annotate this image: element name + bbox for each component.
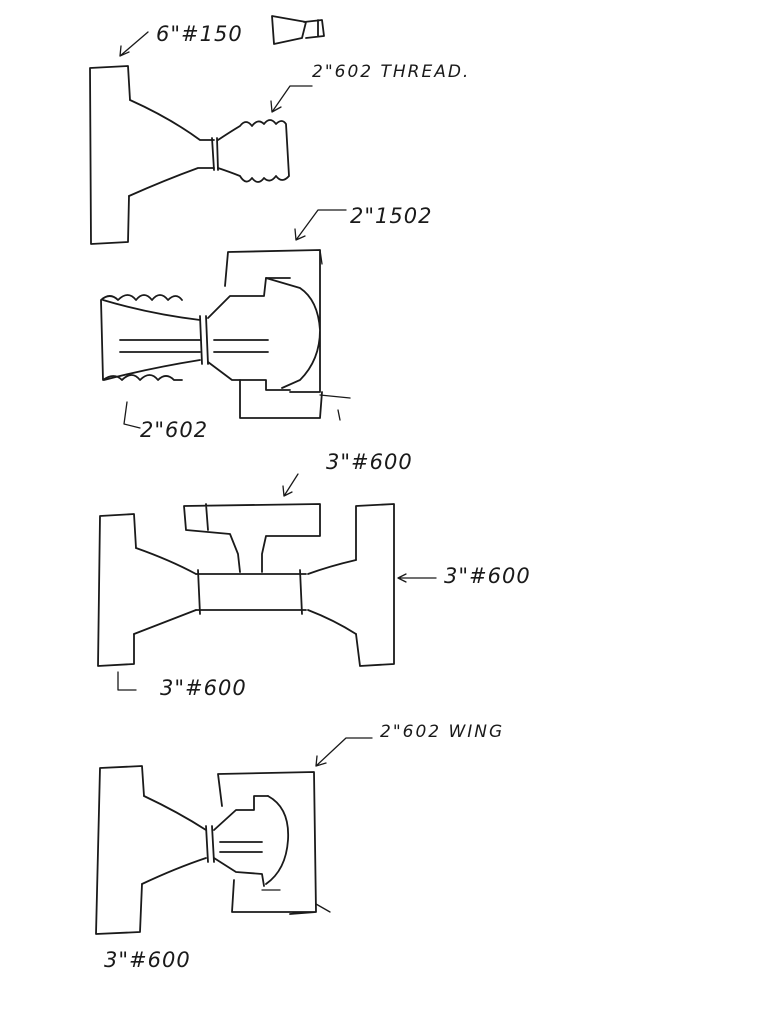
left-reducer-3: [133, 547, 197, 635]
reducer-body-2: [102, 299, 201, 381]
tee-body-1: [89, 65, 131, 245]
label-2-602-thread: 2"602 THREAD.: [312, 62, 471, 82]
small-cap-icon: [271, 15, 325, 45]
sketch-3-double-tee: [97, 473, 437, 691]
label-6-150: 6"#150: [156, 22, 243, 46]
leader-2-602-thread: [270, 85, 313, 113]
leader-bottom-left-3-600: [117, 671, 137, 691]
wing-nut-2: [224, 249, 323, 419]
threaded-end-1: [217, 119, 290, 183]
leader-6-150: [119, 31, 149, 57]
label-2-1502: 2"1502: [350, 204, 433, 228]
leader-top-3-600: [282, 473, 299, 497]
label-right-3-600: 3"#600: [444, 564, 531, 588]
left-tee-3: [97, 513, 137, 667]
leader-right-3-600: [397, 573, 437, 583]
sketch-4-tee-wing-union: [95, 737, 373, 935]
right-reducer-3: [307, 559, 357, 635]
reducer-body-1: [128, 99, 215, 197]
weld-seam-4: [205, 825, 215, 863]
weld-seam-2: [199, 315, 209, 365]
hammer-lug-2: [319, 249, 351, 421]
sketch-2-hammer-union: [100, 209, 351, 429]
label-2-602: 2"602: [140, 418, 209, 442]
male-sub-4: [213, 795, 269, 887]
threaded-end-2: [100, 294, 183, 381]
weld-seam-1: [211, 137, 219, 171]
right-tee-3: [355, 503, 395, 667]
center-pipe-3: [195, 569, 307, 615]
leader-2-602-wing: [315, 737, 373, 767]
reducer-body-4: [141, 795, 207, 885]
leader-2-1502: [294, 209, 347, 241]
male-sub-2: [207, 277, 291, 391]
label-bottom-left-3-600: 3"#600: [160, 676, 247, 700]
label-bottom-3-600: 3"#600: [104, 948, 191, 972]
tee-body-4: [95, 765, 145, 935]
wing-lug-4: [261, 889, 331, 913]
wing-nut-4: [217, 771, 317, 915]
sketch-1-tee-threaded-reducer: [89, 15, 325, 245]
label-2-602-wing: 2"602 WING: [380, 722, 505, 742]
top-flange-3: [183, 503, 321, 573]
label-top-3-600: 3"#600: [326, 450, 413, 474]
leader-2-602: [123, 401, 141, 429]
